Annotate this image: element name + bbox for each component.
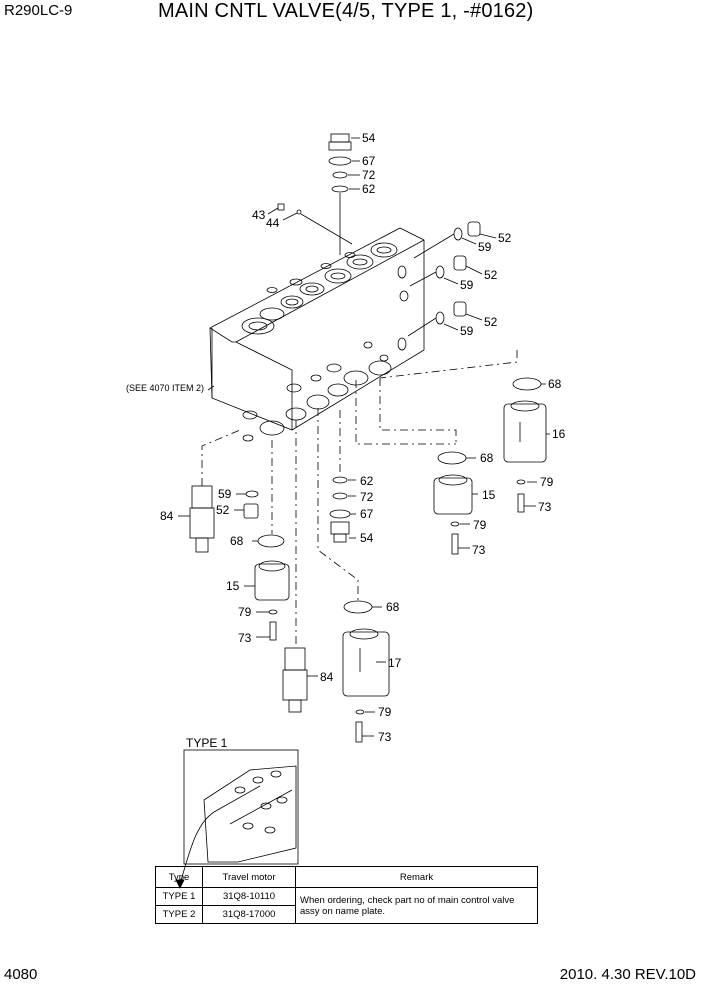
piston-15-left (244, 440, 290, 641)
callout-59: 59 (218, 487, 232, 501)
piston-17 (317, 408, 390, 743)
callout-73: 73 (238, 631, 252, 645)
callout-72: 72 (362, 168, 376, 182)
see-note-leader (207, 385, 215, 391)
callout-15: 15 (482, 488, 496, 502)
callout-73: 73 (472, 543, 486, 557)
small-plug-43-44 (267, 203, 353, 245)
model-code: R290LC-9 (4, 2, 73, 19)
callout-54: 54 (362, 131, 376, 145)
callout-62: 62 (360, 474, 374, 488)
right-plugs (407, 221, 497, 337)
callout-16: 16 (552, 427, 566, 441)
page-title: MAIN CNTL VALVE(4/5, TYPE 1, -#0162) (158, 0, 534, 22)
left-plug-59-52 (234, 490, 259, 519)
callout-73: 73 (378, 730, 392, 744)
callout-72: 72 (360, 490, 374, 504)
valve-body (209, 227, 425, 442)
see-note: (SEE 4070 ITEM 2) (126, 383, 205, 393)
type-table: Type Travel motor Remark TYPE 1 31Q8-101… (155, 866, 538, 924)
table-row: TYPE 1 31Q8-10110 When ordering, check p… (155, 887, 538, 924)
callout-68: 68 (230, 534, 244, 548)
callout-59: 59 (460, 324, 474, 338)
callout-44: 44 (266, 216, 280, 230)
revision-date: 2010. 4.30 REV.10D (559, 966, 696, 983)
center-plug-stack (329, 410, 356, 543)
piston-15-right (355, 380, 478, 555)
callout-59: 59 (460, 278, 474, 292)
table-header: Travel motor (202, 866, 296, 888)
callout-68: 68 (480, 451, 494, 465)
table-cell-motor: 31Q8-17000 (202, 905, 296, 924)
callout-54: 54 (360, 531, 374, 545)
callout-43: 43 (252, 208, 266, 222)
callout-84: 84 (160, 509, 174, 523)
callout-79: 79 (473, 518, 487, 532)
callout-68: 68 (548, 377, 562, 391)
callout-17: 17 (388, 656, 402, 670)
relief-valve-84-left (178, 429, 241, 553)
table-header: Remark (295, 866, 538, 888)
table-cell-motor: 31Q8-10110 (202, 887, 296, 906)
top-plug-stack (328, 133, 360, 255)
callout-79: 79 (540, 475, 554, 489)
table-cell-type: TYPE 1 (155, 887, 203, 906)
callout-84: 84 (320, 670, 334, 684)
table-cell-type: TYPE 2 (155, 905, 203, 924)
piston-16 (379, 350, 550, 513)
table-header: Type (155, 866, 203, 888)
callout-52: 52 (484, 315, 498, 329)
page-number: 4080 (4, 966, 38, 983)
callout-52: 52 (498, 231, 512, 245)
callout-52: 52 (484, 268, 498, 282)
callout-59: 59 (478, 240, 492, 254)
callout-62: 62 (362, 182, 376, 196)
callout-52: 52 (216, 503, 230, 517)
callout-67: 67 (360, 507, 374, 521)
callout-73: 73 (538, 500, 552, 514)
callout-79: 79 (238, 605, 252, 619)
callout-68: 68 (386, 600, 400, 614)
callout-15: 15 (226, 579, 240, 593)
callout-67: 67 (362, 154, 376, 168)
relief-valve-84-center (282, 420, 318, 713)
table-header-row: Type Travel motor Remark (155, 866, 538, 888)
table-row: TYPE 2 31Q8-17000 (155, 905, 538, 924)
inset-label: TYPE 1 (186, 736, 228, 750)
table-cell-remark: When ordering, check part no of main con… (295, 887, 538, 924)
callout-79: 79 (378, 705, 392, 719)
